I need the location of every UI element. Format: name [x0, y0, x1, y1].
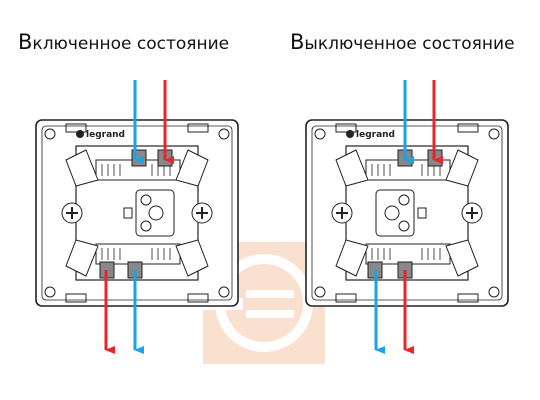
legrand-logo-icon [346, 130, 354, 138]
brand-label-off: legrand [356, 130, 395, 140]
panel-title-off-initial: В [290, 30, 305, 54]
wires-off [374, 80, 443, 354]
switch-on: legrand [35, 119, 239, 307]
wires-on [104, 80, 174, 354]
panel-title-on-rest: ключенное состояние [32, 34, 230, 54]
legrand-logo-icon [76, 130, 84, 138]
brand-label-on: legrand [86, 130, 125, 140]
panel-title-on-initial: В [18, 30, 33, 54]
switch-off: legrand [305, 119, 509, 307]
panel-title-off-rest: ыключенное состояние [304, 34, 515, 54]
panel-title-on: Включенное состояние [18, 30, 229, 54]
panel-title-off: Выключенное состояние [290, 30, 515, 54]
